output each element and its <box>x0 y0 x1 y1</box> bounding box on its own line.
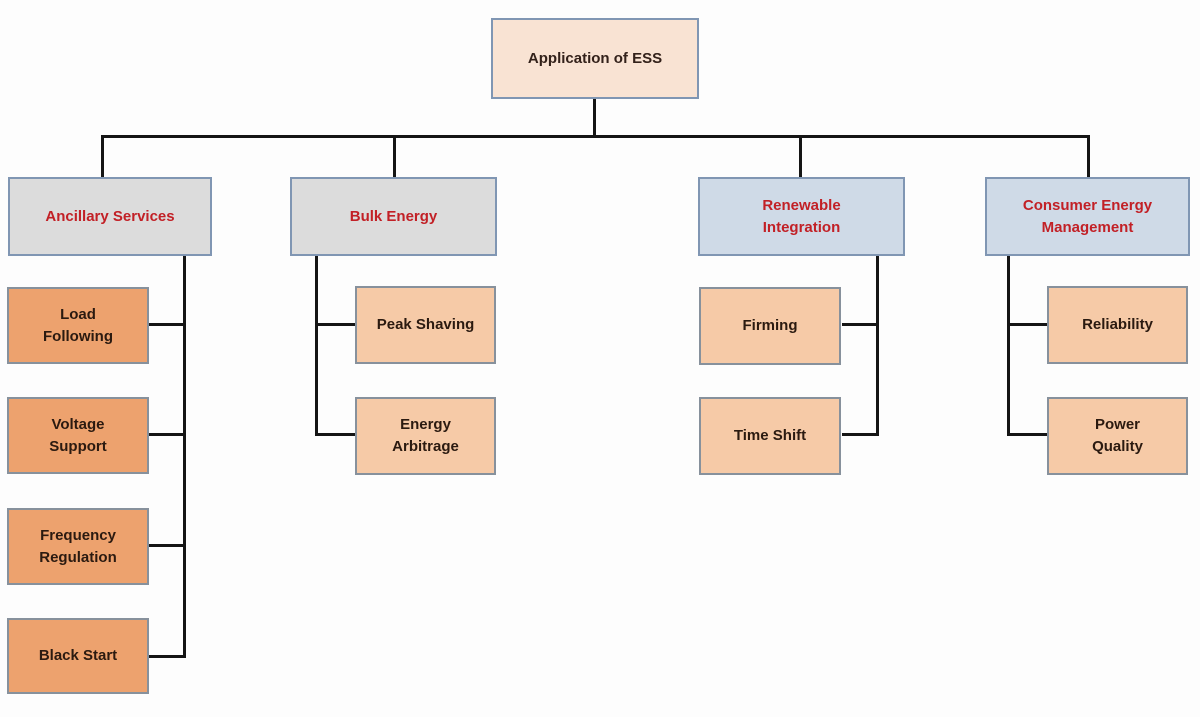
connector-stub-peak-shaving <box>315 323 355 326</box>
connector-stub-energy-arbitrage <box>315 433 355 436</box>
connector-stub-black-start <box>149 655 183 658</box>
connector-stub-load-following <box>149 323 183 326</box>
connector-ancillary-vertical <box>183 256 186 658</box>
child-node-reliability: Reliability <box>1047 286 1188 364</box>
connector-stub-reliability <box>1007 323 1047 326</box>
connector-drop-consumer <box>1087 135 1090 177</box>
connector-stub-power-quality <box>1007 433 1047 436</box>
root-node-application-of-ess: Application of ESS <box>491 18 699 99</box>
connector-bulk-vertical <box>315 256 318 436</box>
connector-drop-renewable <box>799 135 802 177</box>
child-node-power-quality: Power Quality <box>1047 397 1188 475</box>
connector-renewable-vertical <box>876 256 879 436</box>
connector-consumer-vertical <box>1007 256 1010 436</box>
child-node-time-shift: Time Shift <box>699 397 841 475</box>
connector-drop-ancillary <box>101 135 104 177</box>
child-node-black-start: Black Start <box>7 618 149 694</box>
connector-stub-voltage-support <box>149 433 183 436</box>
connector-stub-frequency-regulation <box>149 544 183 547</box>
connector-main-horizontal <box>101 135 1090 138</box>
connector-root-stem <box>593 99 596 137</box>
child-node-firming: Firming <box>699 287 841 365</box>
child-node-load-following: Load Following <box>7 287 149 364</box>
group-header-ancillary-services: Ancillary Services <box>8 177 212 256</box>
child-node-peak-shaving: Peak Shaving <box>355 286 496 364</box>
connector-stub-time-shift <box>842 433 879 436</box>
child-node-energy-arbitrage: Energy Arbitrage <box>355 397 496 475</box>
group-header-bulk-energy: Bulk Energy <box>290 177 497 256</box>
child-node-voltage-support: Voltage Support <box>7 397 149 474</box>
child-node-frequency-regulation: Frequency Regulation <box>7 508 149 585</box>
group-header-consumer-energy-management: Consumer Energy Management <box>985 177 1190 256</box>
connector-drop-bulk-energy <box>393 135 396 177</box>
group-header-renewable-integration: Renewable Integration <box>698 177 905 256</box>
connector-stub-firming <box>842 323 879 326</box>
